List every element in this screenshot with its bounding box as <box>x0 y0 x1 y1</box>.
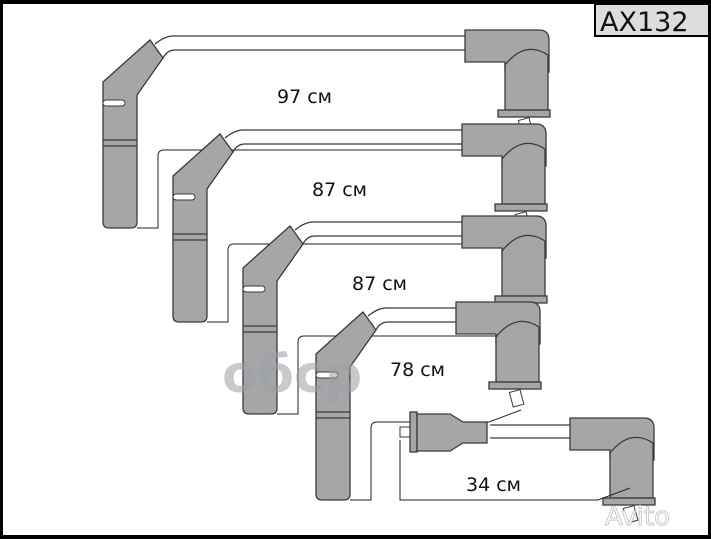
ignition-wire-5: 34 см <box>399 411 656 524</box>
distributor-boot <box>242 225 304 415</box>
boot-slot <box>102 99 126 107</box>
ignition-wire-2: 87 см <box>172 123 548 323</box>
cable <box>224 129 462 153</box>
boot-slot <box>172 193 196 201</box>
spark-plug-terminal <box>622 505 639 524</box>
ignition-wire-4: 78 см <box>315 301 542 501</box>
plug-boot-elbow <box>501 142 546 205</box>
distributor-boot <box>172 133 234 323</box>
length-label: 87 см <box>352 273 407 295</box>
plug-boot-elbow <box>495 320 540 383</box>
watermark-avtopro: oбcp <box>222 345 362 405</box>
length-label: 78 см <box>390 359 445 381</box>
boot-band <box>316 411 350 419</box>
length-label: 34 см <box>466 474 521 496</box>
cable <box>294 221 462 245</box>
dimension-line <box>350 409 522 501</box>
plug-boot-elbow <box>501 234 546 297</box>
watermark-avito: Avito <box>605 502 670 532</box>
coil-boot-flange <box>409 411 418 453</box>
cable <box>367 307 456 331</box>
dimension-line <box>399 440 631 501</box>
plug-boot-base <box>602 497 656 506</box>
boot-band <box>173 233 207 241</box>
boot-slot <box>242 285 266 293</box>
plug-boot-base <box>497 109 551 118</box>
cable <box>490 424 575 439</box>
ignition-wire-3: 87 см <box>242 215 548 415</box>
cable <box>154 35 465 59</box>
dimension-line <box>277 323 528 415</box>
plug-boot-base <box>488 381 542 390</box>
coil-boot <box>416 413 488 452</box>
spark-plug-terminal <box>508 389 525 408</box>
plug-boot-elbow <box>504 48 549 111</box>
boot-band <box>103 139 137 147</box>
dimension-line <box>207 231 528 323</box>
plug-boot-elbow <box>609 436 654 499</box>
part-code-badge: AX132 <box>594 3 710 38</box>
distributor-boot <box>102 39 164 229</box>
length-label: 87 см <box>312 179 367 201</box>
dimension-line <box>137 137 531 229</box>
boot-band <box>243 325 277 333</box>
boot-slot <box>315 371 339 379</box>
part-code: AX132 <box>600 7 689 38</box>
length-label: 97 см <box>277 86 332 108</box>
plug-boot-base <box>494 203 548 212</box>
distributor-boot <box>315 311 377 501</box>
